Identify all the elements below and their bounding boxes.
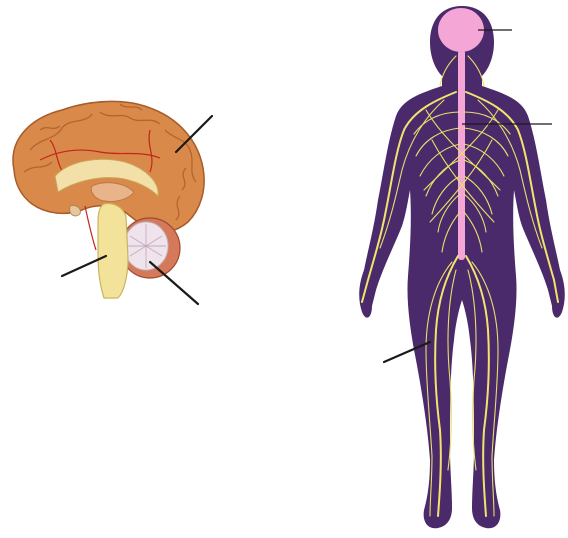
brain-highlight — [438, 8, 484, 52]
brain-section — [13, 101, 204, 298]
human-figure — [359, 6, 565, 528]
brainstem — [98, 204, 128, 299]
cerebellum — [120, 218, 180, 278]
leader-line-cerebellum — [150, 262, 198, 304]
